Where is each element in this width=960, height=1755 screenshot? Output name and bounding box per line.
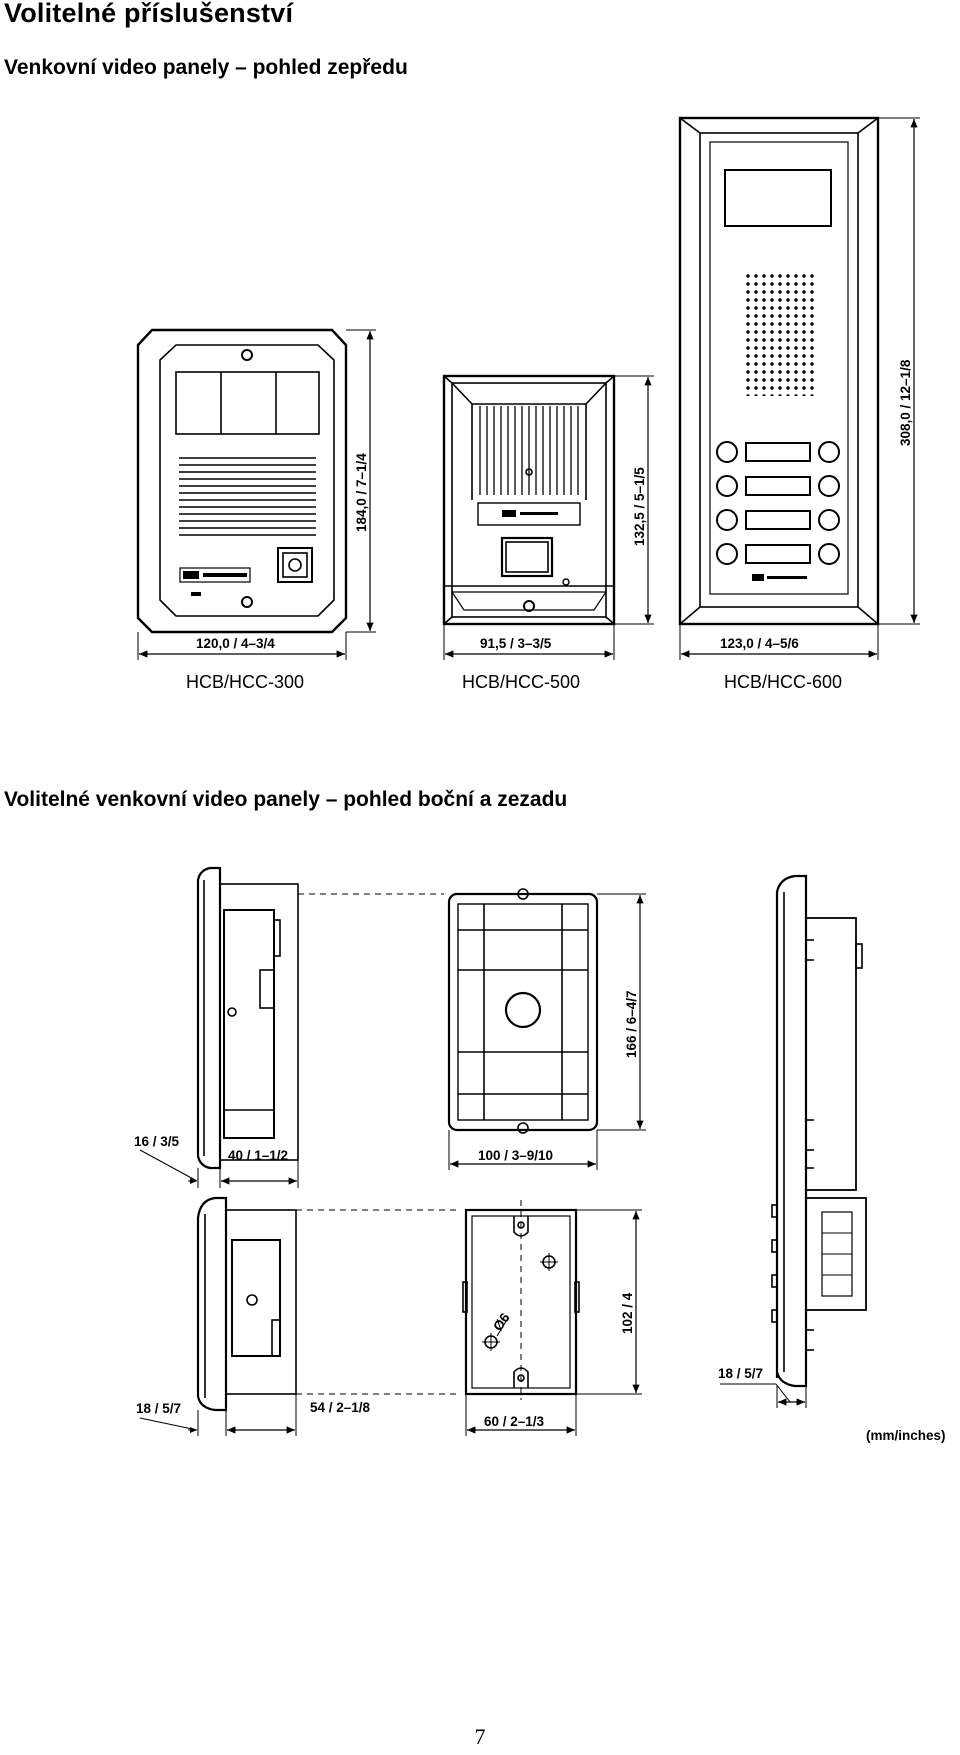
page-number: 7 xyxy=(474,1724,486,1749)
section-heading-side: Volitelné venkovní video panely – pohled… xyxy=(4,788,568,811)
section-heading-front: Venkovní video panely – pohled zepředu xyxy=(4,56,408,79)
top-back-height-label: 166 / 6–4/7 xyxy=(624,990,639,1058)
bottom-side-front-label: 18 / 5/7 xyxy=(136,1401,181,1416)
hcc500-model-label: HCB/HCC-500 xyxy=(462,672,580,692)
hcc600-model-label: HCB/HCC-600 xyxy=(724,672,842,692)
bottom-back-width-label: 60 / 2–1/3 xyxy=(484,1414,545,1429)
hcc300-height-label: 184,0 / 7–1/4 xyxy=(354,453,369,532)
back-box-top xyxy=(447,888,646,1170)
top-back-width-label: 100 / 3–9/10 xyxy=(478,1148,553,1163)
right-side-front-label: 18 / 5/7 xyxy=(718,1366,763,1381)
panel-hcc600-front xyxy=(678,116,920,660)
top-side-front-label: 16 / 3/5 xyxy=(134,1134,180,1149)
hcc300-width-label: 120,0 / 4–3/4 xyxy=(196,636,275,651)
hcc600-height-label: 308,0 / 12–1/8 xyxy=(898,359,913,446)
bottom-back-height-label: 102 / 4 xyxy=(620,1292,635,1334)
page-title: Volitelné příslušenství xyxy=(4,0,294,28)
top-side-depth-label: 40 / 1–1/2 xyxy=(228,1148,288,1163)
hcc600-width-label: 123,0 / 4–5/6 xyxy=(720,636,799,651)
bottom-side-depth-label: 54 / 2–1/8 xyxy=(310,1400,371,1415)
back-box-bottom xyxy=(462,1200,642,1436)
side-view-bottom xyxy=(139,1196,460,1436)
hole-diameter-label: Ø6 xyxy=(490,1310,513,1334)
side-view-right xyxy=(720,874,867,1408)
hcc300-model-label: HCB/HCC-300 xyxy=(186,672,304,692)
panel-hcc500-front xyxy=(442,374,654,660)
units-label: (mm/inches) xyxy=(866,1428,946,1443)
panel-hcc300-front xyxy=(136,328,376,660)
hcc500-width-label: 91,5 / 3–3/5 xyxy=(480,636,552,651)
side-view-top xyxy=(139,866,444,1188)
hcc500-height-label: 132,5 / 5–1/5 xyxy=(632,467,647,546)
